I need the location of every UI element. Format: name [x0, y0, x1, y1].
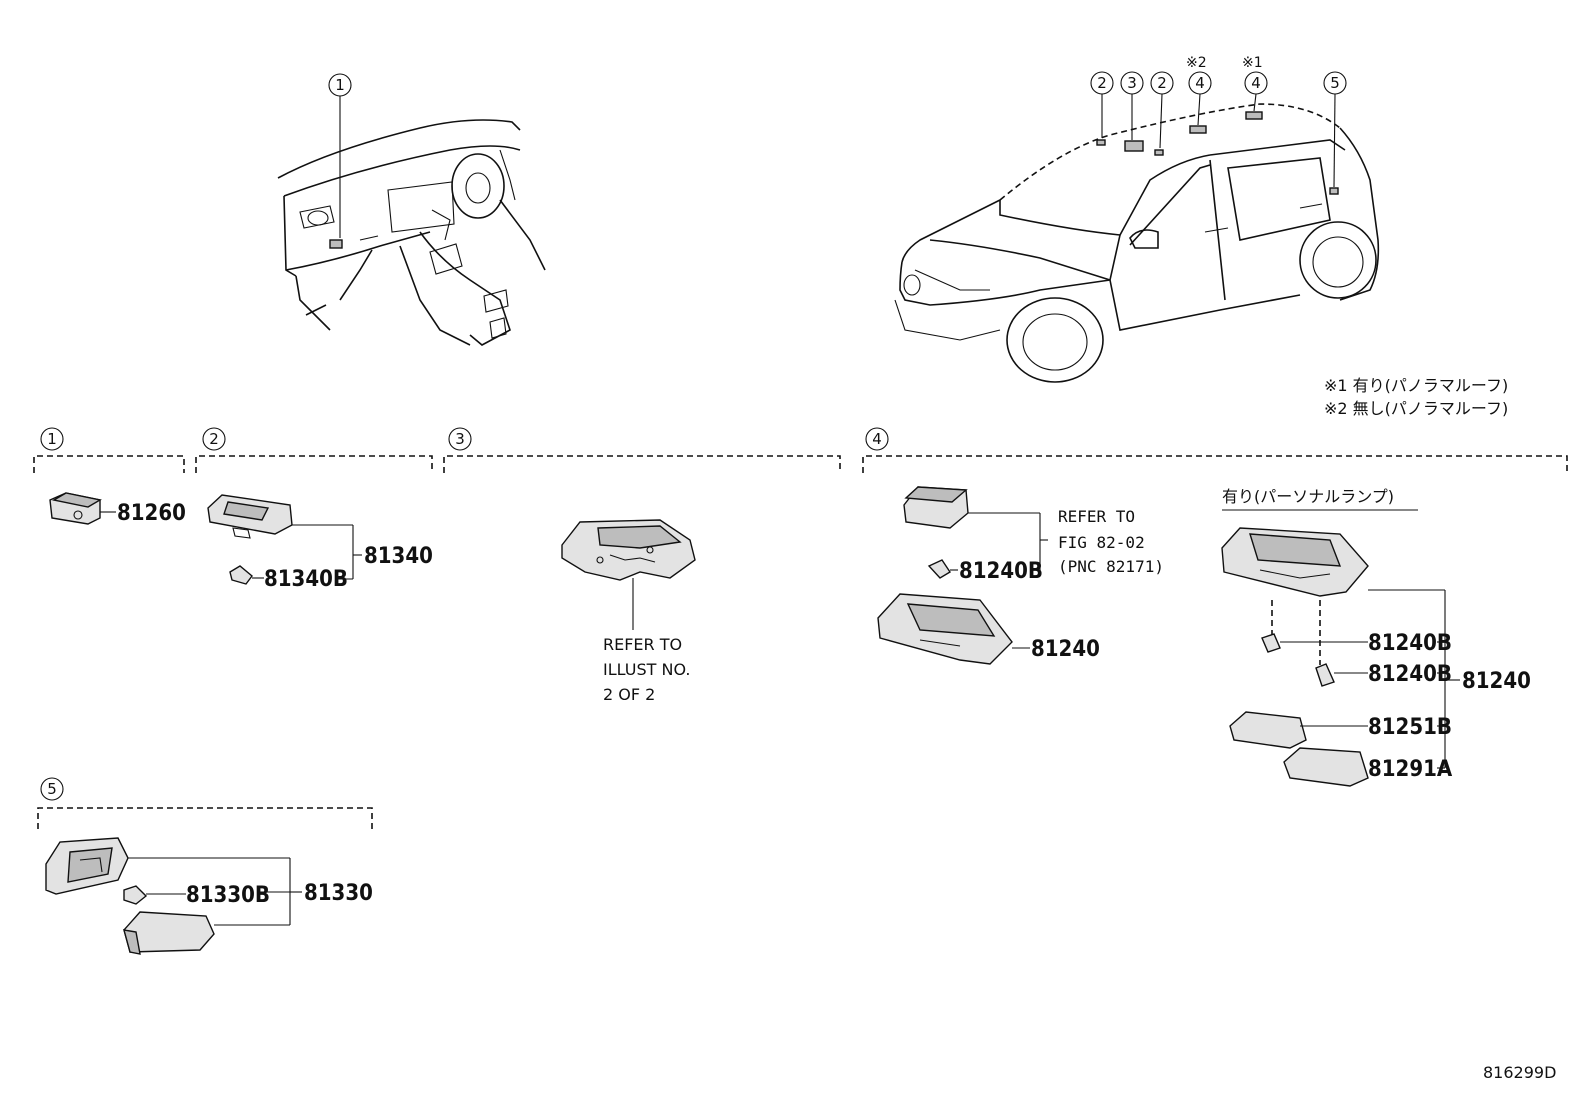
s3-refer-line1: REFER TO [603, 635, 682, 654]
svg-text:3: 3 [1127, 74, 1137, 92]
svg-text:※1: ※1 [1242, 55, 1263, 71]
part-81340B: 81340B [264, 567, 348, 592]
legend-note-2: ※2 無し(パノラマルーフ) [1324, 399, 1508, 418]
callout-1-dashboard: 1 [328, 73, 352, 238]
legend-note-1: ※1 有り(パノラマルーフ) [1324, 376, 1508, 395]
dashboard-illustration [277, 119, 546, 346]
car-callouts: 2 3 2 ※2 4 ※1 4 5 [1090, 55, 1347, 188]
car-callout-3: 3 [1120, 71, 1144, 140]
part-81240B-left: 81240B [959, 559, 1043, 584]
s4-refer-line3: (PNC 82171) [1058, 557, 1164, 576]
part-81340: 81340 [364, 544, 433, 569]
svg-text:2: 2 [1097, 74, 1107, 92]
s3-refer-line2: ILLUST NO. [603, 660, 690, 679]
car-callout-2a: 2 [1090, 71, 1114, 138]
car-callout-2b: 2 [1150, 71, 1174, 149]
car-callout-4a: ※2 4 [1186, 55, 1212, 126]
part-81240B-right-2: 81240B [1368, 662, 1452, 687]
car-callout-5: 5 [1323, 71, 1347, 188]
s3-refer-line3: 2 OF 2 [603, 685, 655, 704]
part-81260: 81260 [117, 501, 186, 526]
svg-text:2: 2 [209, 430, 219, 448]
section-4: 4 REFER TO FIG 82-02 (PNC 82171) 81240B … [862, 427, 1568, 787]
diagram-id: 816299D [1483, 1063, 1556, 1082]
section-3: 3 REFER TO ILLUST NO. 2 OF 2 [443, 427, 841, 704]
svg-text:5: 5 [1330, 74, 1340, 92]
svg-text:5: 5 [47, 780, 57, 798]
section-2: 2 81340 81340B [195, 427, 433, 592]
part-81330: 81330 [304, 881, 373, 906]
svg-text:1: 1 [47, 430, 57, 448]
section-5: 5 81330 81330B [37, 777, 373, 955]
part-81291A: 81291A [1368, 757, 1453, 782]
svg-text:3: 3 [455, 430, 465, 448]
svg-text:2: 2 [1157, 74, 1167, 92]
svg-text:4: 4 [872, 430, 882, 448]
part-81240-right: 81240 [1462, 669, 1531, 694]
svg-text:4: 4 [1251, 74, 1261, 92]
part-81240B-right-1: 81240B [1368, 631, 1452, 656]
svg-text:4: 4 [1195, 74, 1205, 92]
s4-refer-line2: FIG 82-02 [1058, 533, 1145, 552]
part-81251B: 81251B [1368, 715, 1452, 740]
car-illustration [894, 103, 1380, 383]
car-callout-4b: ※1 4 [1242, 55, 1268, 112]
part-81240-left: 81240 [1031, 637, 1100, 662]
section-1: 1 81260 [33, 427, 186, 526]
svg-text:1: 1 [335, 76, 345, 94]
s4-refer-line1: REFER TO [1058, 507, 1135, 526]
variant-label-personal-lamp: 有り(パーソナルランプ) [1222, 487, 1394, 506]
part-81330B: 81330B [186, 883, 270, 908]
svg-text:※2: ※2 [1186, 55, 1207, 71]
